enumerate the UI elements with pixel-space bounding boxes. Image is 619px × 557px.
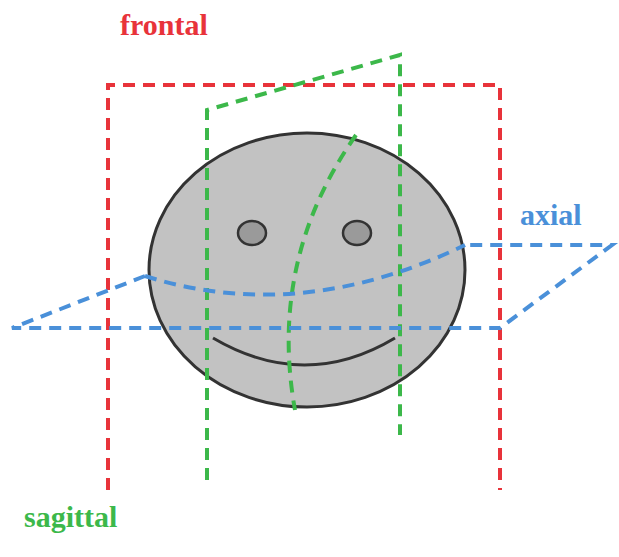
face [149,133,465,407]
axial-plane-section [145,245,465,295]
frontal-plane [108,85,500,490]
sagittal-plane-section [289,135,356,410]
frontal-label: frontal [120,8,208,41]
axial-plane [12,245,612,328]
axial-label: axial [520,198,582,231]
sagittal-plane [207,55,400,480]
smile [213,338,395,365]
eye [343,221,371,245]
eye [238,221,266,245]
sagittal-label: sagittal [24,500,117,533]
